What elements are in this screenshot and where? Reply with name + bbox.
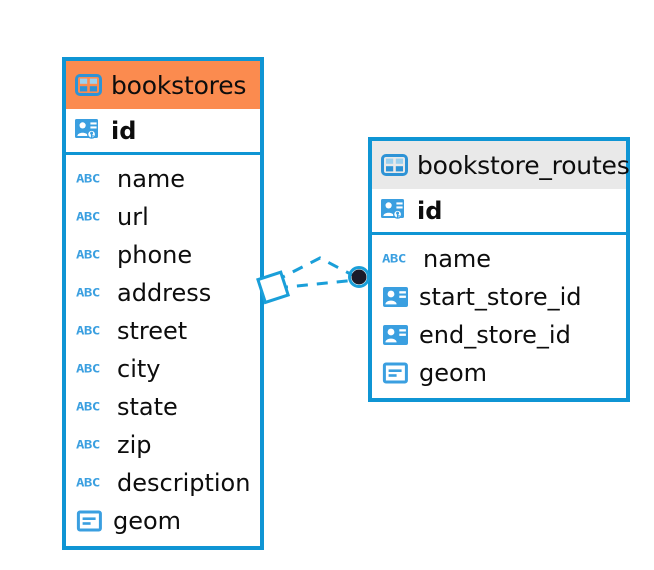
field-label: geom — [419, 359, 488, 387]
field-label: phone — [117, 241, 193, 269]
abc-icon: ABC — [76, 324, 100, 338]
field-label: city — [117, 355, 161, 383]
abc-icon: ABC — [76, 476, 100, 490]
foreign-key-icon — [383, 287, 408, 307]
field-label: name — [423, 245, 492, 273]
field-row[interactable]: ABC state — [66, 388, 260, 426]
field-row[interactable]: ABC city — [66, 350, 260, 388]
abc-icon: ABC — [76, 438, 100, 452]
filled-circle-marker[interactable] — [348, 266, 370, 288]
table-icon — [381, 154, 408, 176]
relationship-line-upper — [274, 256, 359, 283]
field-row[interactable]: ABC description — [66, 464, 260, 502]
table-icon — [75, 74, 102, 96]
field-row[interactable]: end_store_id — [372, 316, 626, 354]
field-row[interactable]: ABC phone — [66, 236, 260, 274]
primary-key-row[interactable]: id — [66, 109, 260, 155]
field-label: url — [117, 203, 149, 231]
primary-key-label: id — [111, 116, 137, 145]
primary-key-row[interactable]: id — [372, 189, 626, 235]
field-label: address — [117, 279, 212, 307]
field-row[interactable]: ABC name — [66, 160, 260, 198]
field-row[interactable]: ABC name — [372, 240, 626, 278]
abc-icon: ABC — [76, 362, 100, 376]
primary-key-icon — [75, 118, 98, 139]
abc-icon: ABC — [76, 286, 100, 300]
field-row[interactable]: ABC street — [66, 312, 260, 350]
field-label: zip — [117, 431, 152, 459]
entity-header-bookstores[interactable]: bookstores — [66, 61, 260, 109]
field-label: start_store_id — [419, 283, 582, 311]
field-row[interactable]: start_store_id — [372, 278, 626, 316]
field-row[interactable]: geom — [372, 354, 626, 392]
abc-icon: ABC — [76, 210, 100, 224]
field-row[interactable]: ABC url — [66, 198, 260, 236]
relationship-line-lower — [276, 278, 357, 290]
geometry-icon — [76, 510, 102, 532]
field-label: geom — [113, 507, 182, 535]
primary-key-label: id — [417, 196, 443, 225]
abc-icon: ABC — [76, 248, 100, 262]
abc-icon: ABC — [76, 400, 100, 414]
entity-header-bookstore-routes[interactable]: bookstore_routes — [372, 141, 630, 189]
abc-icon: ABC — [382, 252, 406, 266]
abc-icon: ABC — [76, 172, 100, 186]
primary-key-icon — [381, 198, 404, 219]
field-label: street — [117, 317, 188, 345]
foreign-key-icon — [383, 325, 408, 345]
field-label: end_store_id — [419, 321, 571, 349]
entity-title: bookstores — [111, 70, 247, 100]
field-row[interactable]: geom — [66, 502, 260, 540]
field-label: state — [117, 393, 178, 421]
field-label: description — [117, 469, 251, 497]
entity-title: bookstore_routes — [417, 150, 630, 180]
geometry-icon — [382, 362, 408, 384]
field-row[interactable]: ABC address — [66, 274, 260, 312]
field-row[interactable]: ABC zip — [66, 426, 260, 464]
field-label: name — [117, 165, 186, 193]
